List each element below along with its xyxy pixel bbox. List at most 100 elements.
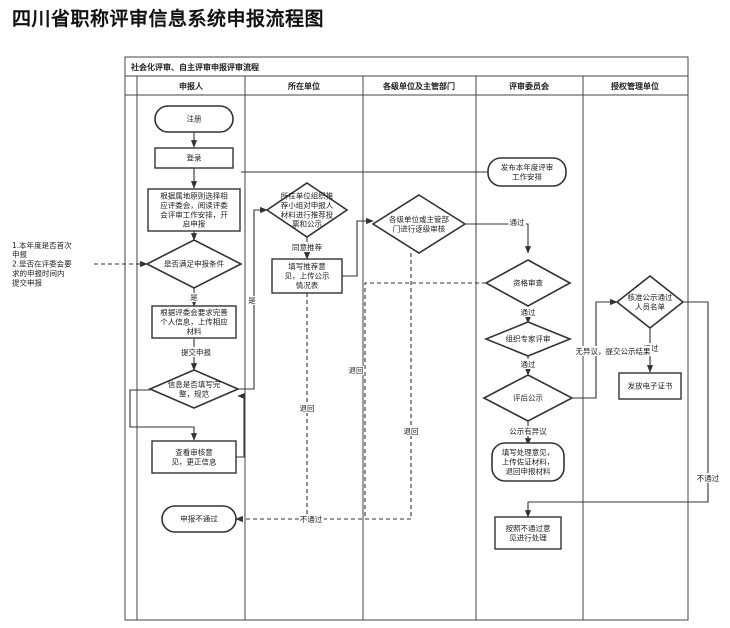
node-text-line: 信息是否填写完 [168,379,221,389]
node-text-line: 启申报 [183,219,206,229]
lane-header-dept: 各级单位及主管部门 [382,81,455,91]
frame-title: 社会化评审、自主评审申报评审流程 [130,62,259,72]
edge-label-return2: 退回 [300,404,315,413]
node-text-line: 见进行处理 [509,532,547,542]
node-text-line: 荐小组对申报人 [281,200,334,210]
node-login: 登录 [154,147,234,169]
node-text-line: 门进行逐级审核 [393,223,446,233]
edge-label-pass2: 通过 [521,307,536,317]
edge-label-bg [347,366,365,375]
node-text-line: 查看审核意 [175,447,213,457]
node-text-line: 各级单位或主管部 [389,214,449,224]
terminal-shape [154,105,234,133]
edge-label-pass1: 通过 [510,217,525,227]
node-text-line: 退回申报材料 [506,466,551,476]
swimlane-frame [124,56,689,621]
edge-dept-qualify [465,223,532,254]
node-text-line: 申报 [12,249,27,259]
node-text-line: 情况表 [296,280,319,290]
node-text-line: 提交申报 [12,277,42,287]
node-text-line: 资格审查 [513,278,543,288]
terminal-shape [161,505,237,533]
node-handle-dispute: 填写处理意见，上传佐证材料，退回申报材料 [491,442,565,482]
edge-label-agree: 同意推荐 [292,242,322,252]
decision-diamond [145,239,243,289]
edge-label-bg [298,404,316,413]
edge-label-fail1: 不通过 [300,514,323,524]
node-fail-end: 申报不通过 [161,505,237,533]
node-issue-cert: 发放电子证书 [618,372,682,400]
edge-view-opinion-check [236,392,245,458]
page-title: 四川省职称评审信息系统申报流程图 [12,8,325,30]
node-text-line: 发放电子证书 [628,381,673,391]
node-register: 注册 [154,105,234,133]
edge-label-bg [519,307,537,317]
node-text-line: 登录 [187,153,202,163]
edge-label-bg [508,217,526,227]
edge-approve-fail [524,301,709,518]
edge-label-bg [189,293,200,302]
decision-diamond [371,194,467,254]
process-box [151,305,237,339]
node-text-line: 按照不通过意 [506,523,551,533]
node-qualify: 资格审查 [484,259,572,307]
edge-check-view-opinion [129,389,198,441]
edges [94,131,709,523]
node-text-line: 求的申报时间内 [12,268,65,278]
terminal-shape [491,442,565,482]
nodes: 注册登录根据属地原则选择相应评委会，阅读评委会评审工作安排，开启申报是否满足申报… [12,105,685,550]
node-text-line: 根据属地原则选择相 [160,191,228,201]
edge-upload-dept [342,217,374,277]
node-text-line: 人员名单 [635,301,665,311]
node-expert: 组织专家评审 [483,321,573,357]
node-text-line: 所在单位组织推 [281,191,334,201]
lane-header-unit: 所在单位 [287,81,320,91]
node-text-line: 组织专家评审 [506,334,551,344]
edge-label-yes1: 是 [190,293,198,302]
node-text-line: 核准公示通过 [628,292,673,302]
node-post-publicity: 评后公示 [482,374,574,422]
process-box [154,147,234,169]
edge-label-bg [180,347,213,357]
node-text-line: 见，上传公示 [285,271,330,281]
lane-header-authority: 授权管理单位 [611,81,659,91]
node-text-line: 1.本年度是否首次 [12,240,72,250]
process-box [151,440,237,474]
node-text-line: 申报不通过 [180,514,218,524]
node-text-line: 发布本年度评审 [501,162,554,172]
node-text-line: 是否满足申报条件 [164,259,224,269]
node-text-line: 根据评委会要求完善 [160,307,228,317]
edge-label-submit: 提交申报 [181,347,211,357]
edge-label-bg [574,346,652,356]
process-box [618,372,682,400]
decision-diamond [483,321,573,357]
node-text-line: 会评审工作安排，开 [160,209,228,219]
edge-label-bg [508,426,549,436]
node-text-line: 上传佐证材料， [502,457,555,467]
node-text-line: 票和公示 [292,220,322,229]
process-box [271,258,343,294]
edge-label-dispute: 公示有异议 [509,426,547,436]
edge-label-pass3: 通过 [521,359,536,369]
node-text-line: 填写推荐意 [288,261,326,271]
edge-label-bg [402,427,420,436]
edge-labels: 是提交申报是同意推荐通过通过通过通过无异议，提交公示结果公示有异议退回退回退回不… [180,217,721,524]
edge-label-no-dispute: 无异议，提交公示结果 [576,346,651,356]
node-text-line: 应评委会，阅读评委 [160,200,228,210]
node-text-line: 个人信息，上传相应 [160,317,228,327]
edge-qualify-return [364,282,486,519]
node-text-line: 材料进行推荐投 [281,209,334,219]
lane-header-committee: 评审委员会 [509,81,549,91]
edge-label-return1: 退回 [349,366,364,375]
edge-label-fail2: 不通过 [697,473,720,483]
node-text-line: 见，更正信息 [172,456,217,466]
edge-label-bg [519,359,537,369]
